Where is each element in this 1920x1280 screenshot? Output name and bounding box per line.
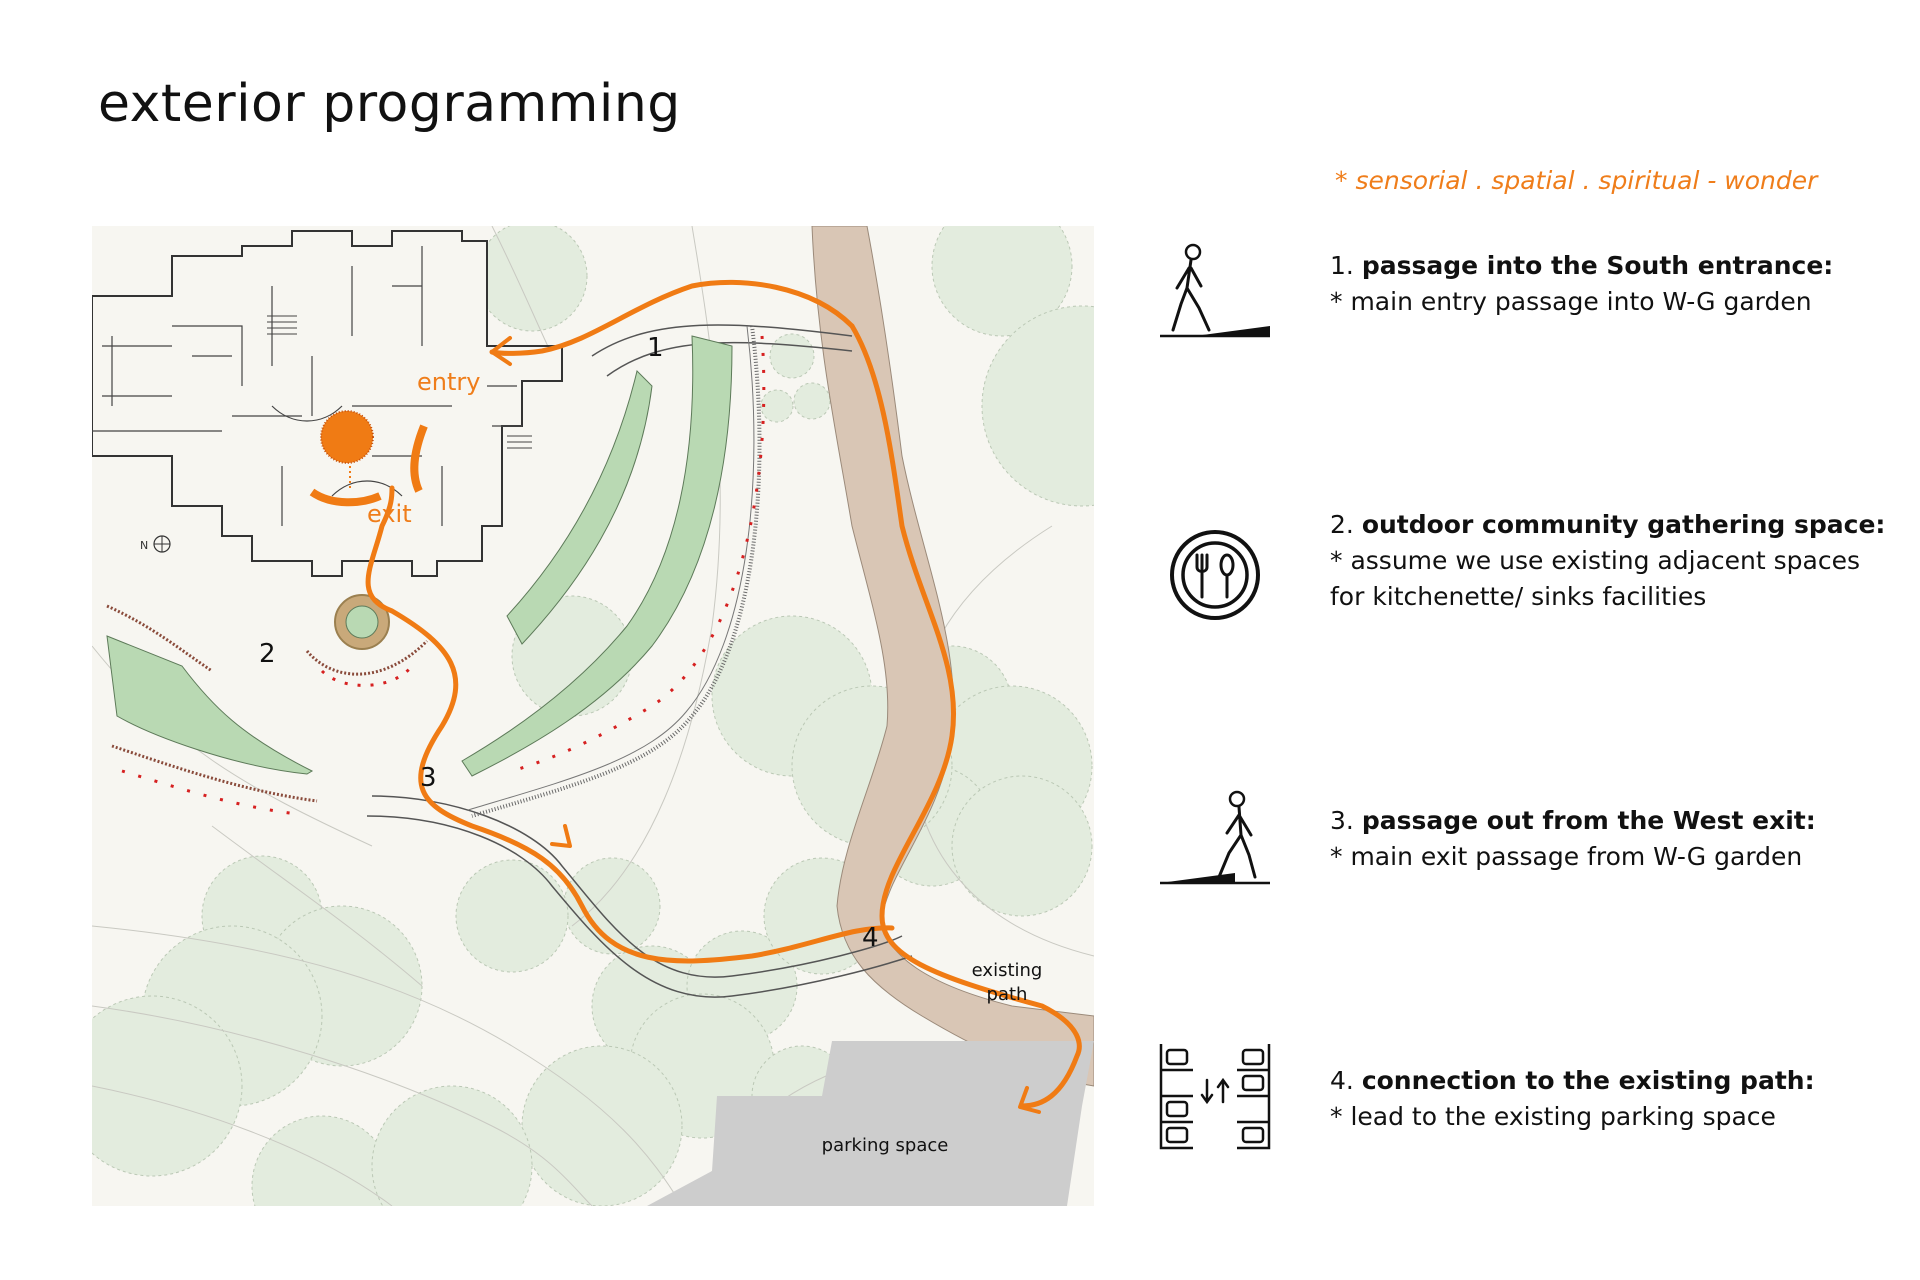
walking-person-icon [1160, 790, 1270, 885]
parking-label: parking space [822, 1135, 949, 1156]
legend-line: * lead to the existing parking space [1330, 1102, 1776, 1131]
existing-label-line1: existing [972, 960, 1043, 981]
legend-line: * main exit passage from W-G garden [1330, 842, 1803, 871]
legend-line: for kitchenette/ sinks facilities [1330, 582, 1707, 611]
legend-item-1: 1. passage into the South entrance: * ma… [1330, 248, 1900, 320]
gathering-ring [334, 594, 390, 650]
marker-3: 3 [420, 763, 437, 793]
stairs [267, 315, 532, 449]
legend-line: * assume we use existing adjacent spaces [1330, 546, 1860, 575]
entry-route [849, 323, 1082, 1109]
entry-arrow-path [489, 279, 855, 356]
planted-beds [106, 335, 733, 777]
route-arrowheads [490, 336, 1041, 1114]
legend-heading: passage into the South entrance: [1361, 251, 1834, 280]
curved-track [471, 325, 762, 818]
existing-label-line2: path [987, 984, 1028, 1005]
route-lines [365, 279, 1082, 1109]
page-title: exterior programming [98, 74, 681, 134]
site-plan-map: N entry exit 1 2 3 4 existing path park [92, 226, 1094, 1206]
entry-label: entry [417, 368, 480, 396]
legend-number: 3. [1330, 806, 1354, 835]
legend-item-2: 2. outdoor community gathering space: * … [1330, 507, 1900, 615]
marker-2: 2 [259, 639, 276, 669]
courtyard-feature [309, 410, 428, 507]
legend-heading: connection to the existing path: [1361, 1066, 1815, 1095]
seating-rows [106, 335, 766, 816]
tagline: * sensorial . spatial . spiritual - wond… [1335, 166, 1818, 195]
legend-heading: passage out from the West exit: [1361, 806, 1816, 835]
marker-4: 4 [862, 923, 879, 953]
parking-lot-icon [1159, 1044, 1271, 1150]
contour-lines [92, 226, 1094, 1206]
legend-number: 1. [1330, 251, 1354, 280]
exit-label: exit [367, 500, 412, 528]
legend-item-3: 3. passage out from the West exit: * mai… [1330, 803, 1900, 875]
fork-spoon-icon [1170, 530, 1260, 620]
legend-number: 4. [1330, 1066, 1354, 1095]
north-label: N [140, 539, 148, 552]
building-interior [92, 246, 522, 526]
exit-route [365, 485, 895, 964]
north-arrow: N [140, 535, 171, 553]
legend-line: * main entry passage into W-G garden [1330, 287, 1812, 316]
legend-item-4: 4. connection to the existing path: * le… [1330, 1063, 1900, 1135]
legend-number: 2. [1330, 510, 1354, 539]
walking-person-icon [1160, 243, 1270, 338]
marker-1: 1 [647, 333, 664, 363]
parking-area [647, 1041, 1094, 1206]
legend-heading: outdoor community gathering space: [1361, 510, 1886, 539]
